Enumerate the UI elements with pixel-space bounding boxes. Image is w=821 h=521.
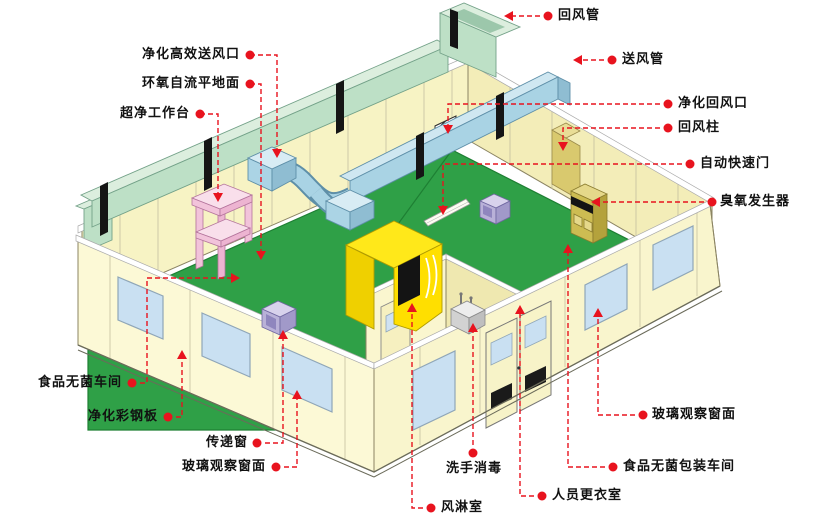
label-ozone-generator: 臭氧发生器 [720, 194, 791, 209]
label-food-sterile-workshop: 食品无菌车间 [37, 375, 122, 390]
label-supply-air-duct: 送风管 [622, 52, 665, 67]
window [117, 276, 164, 340]
hepa-outlet-box-b [324, 189, 376, 231]
label-food-sterile-packing-workshop: 食品无菌包装车间 [623, 459, 736, 474]
pass-box-right [479, 193, 511, 225]
label-auto-rapid-door: 自动快速门 [700, 156, 771, 171]
supply-air-duct-shape [246, 71, 571, 231]
label-purification-steel-panel: 净化彩钢板 [87, 409, 158, 424]
return-air-duct-shape [74, 2, 522, 253]
front-left-wall [75, 234, 375, 478]
label-return-air-column: 回风柱 [678, 120, 721, 135]
duct-flange-bands [100, 9, 458, 236]
label-hand-wash-disinfection: 洗手消毒 [446, 461, 503, 476]
label-return-air-duct: 回风管 [558, 8, 601, 23]
label-hepa-supply-outlet: 净化高效送风口 [141, 47, 240, 62]
air-shower-rapid-door [344, 220, 444, 332]
transfer-window-shape [261, 300, 297, 336]
window [281, 346, 333, 413]
double-door [485, 300, 552, 429]
label-glass-observation-window-left: 玻璃观察窗面 [181, 459, 266, 474]
window [652, 225, 694, 291]
hand-wash-sink [450, 292, 486, 335]
label-epoxy-floor: 环氧自流平地面 [141, 76, 240, 91]
label-glass-observation-window-right: 玻璃观察窗面 [652, 407, 737, 422]
annotation-leaders [127, 11, 717, 513]
observation-windows-left [117, 276, 333, 413]
label-transfer-window: 传递窗 [205, 435, 248, 450]
light-fixture [423, 198, 471, 227]
label-staff-changing-room: 人员更衣室 [552, 488, 623, 503]
window [412, 350, 456, 431]
hepa-outlet-box-a [246, 146, 298, 192]
ozone-generator-shape [570, 183, 608, 244]
window [201, 312, 251, 378]
label-air-shower-room: 风淋室 [441, 500, 484, 515]
label-purified-return-inlet: 净化回风口 [678, 96, 749, 111]
clean-workbench-shape [190, 183, 254, 280]
label-clean-workbench: 超净工作台 [119, 106, 190, 121]
